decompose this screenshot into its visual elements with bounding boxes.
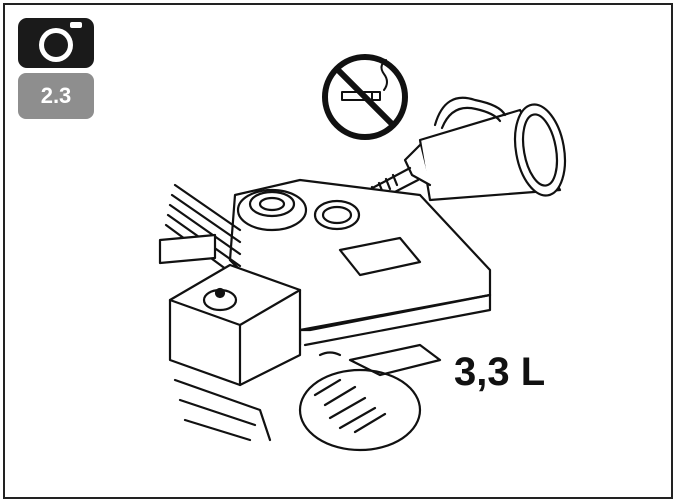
fuel-can-icon — [348, 96, 567, 214]
fuel-capacity-label: 3,3 L — [454, 350, 546, 394]
document-frame — [3, 3, 673, 499]
no-smoking-icon — [322, 54, 408, 140]
engine-refuel-illustration — [158, 54, 567, 452]
step-number-badge: 2.3 — [18, 73, 94, 119]
camera-icon — [18, 14, 94, 68]
engine-icon — [158, 178, 492, 452]
